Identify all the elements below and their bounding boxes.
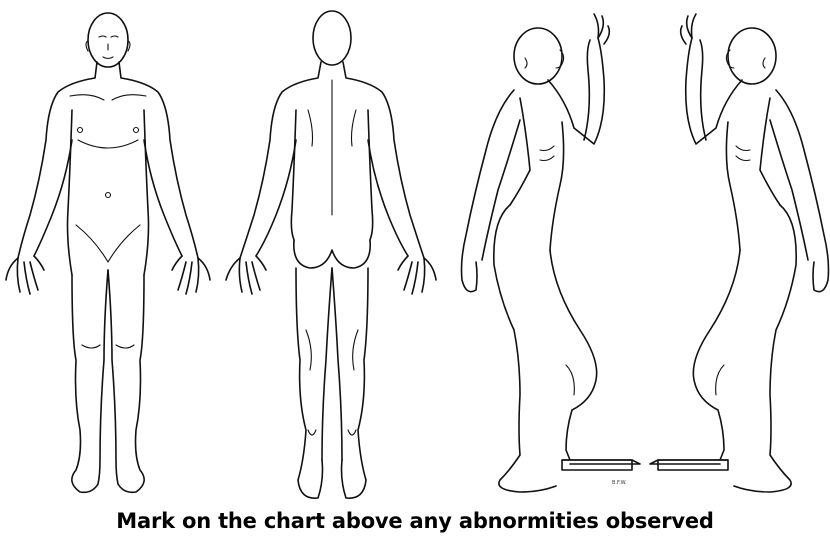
figure-side-left[interactable] xyxy=(649,13,830,493)
chart-caption: Mark on the chart above any abnormities … xyxy=(116,509,714,533)
figure-side-right[interactable]: B.F.W. xyxy=(460,13,641,493)
figure-back[interactable] xyxy=(225,10,437,499)
body-chart[interactable]: B.F.W. xyxy=(0,0,830,505)
figure-front[interactable] xyxy=(5,12,211,494)
svg-text:B.F.W.: B.F.W. xyxy=(612,480,627,486)
